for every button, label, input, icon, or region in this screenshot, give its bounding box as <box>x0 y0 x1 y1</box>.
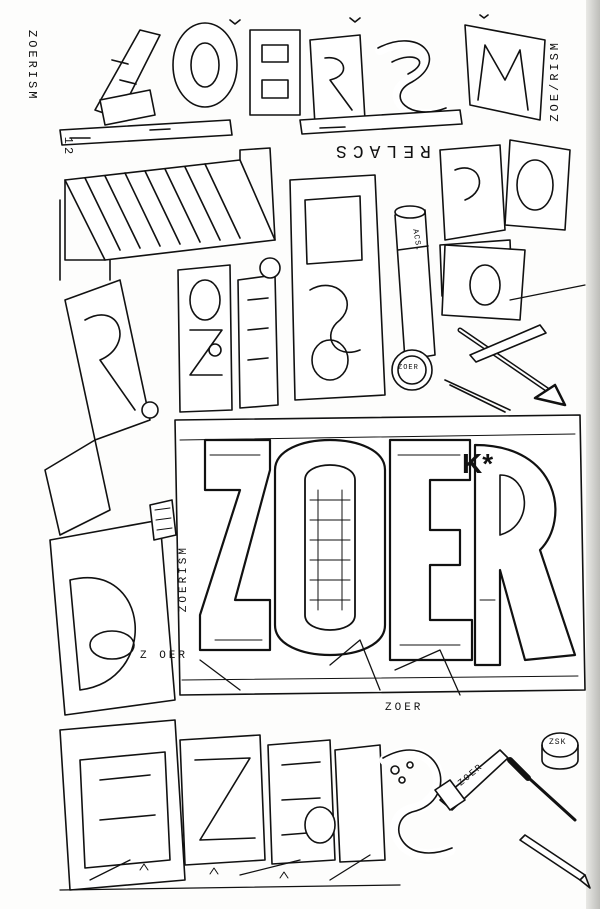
k-star-label: K* <box>462 448 494 479</box>
page-number: 12 <box>61 136 76 158</box>
left-vertical-label: ZOERISM <box>25 30 39 102</box>
left-mid-small-label: Z OER <box>140 650 189 662</box>
relacs-label: RELACS <box>330 140 431 160</box>
bottom-tools <box>434 732 591 889</box>
page-edge <box>586 0 600 909</box>
right-vertical-label: ZOE/RISM <box>548 40 562 122</box>
bolt-label: ZSK <box>549 738 567 747</box>
middle-letter-columns <box>64 174 526 441</box>
top-letter-cluster <box>59 14 546 146</box>
left-mid-vertical-label: ZOERISM <box>178 545 190 613</box>
left-letter-d <box>44 439 177 716</box>
pencil-icon <box>519 834 586 881</box>
central-zoe-lettering <box>174 414 586 696</box>
bottom-letter-cluster <box>59 719 456 891</box>
staircase <box>59 147 276 281</box>
triangle-icon <box>533 383 567 407</box>
can-label: ZOER <box>398 364 419 372</box>
center-bottom-label: ZOER <box>385 702 424 714</box>
tools <box>391 284 586 413</box>
